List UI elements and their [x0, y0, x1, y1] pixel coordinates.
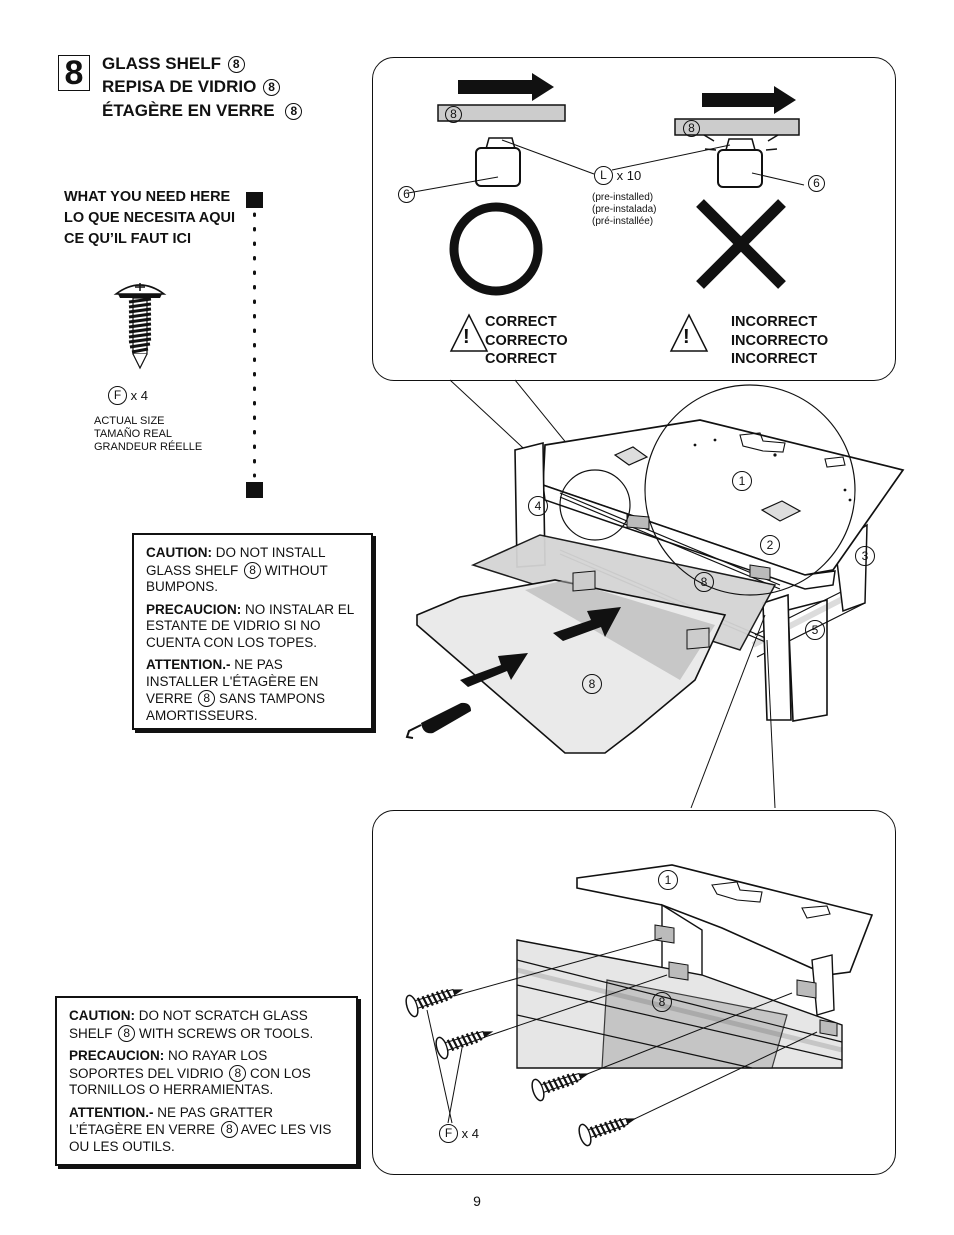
caution-es: PRECAUCION: NO RAYAR LOS SOPORTES DEL VI… — [69, 1048, 311, 1097]
screw-install-diagram — [405, 864, 874, 1147]
correct-circle-icon — [449, 202, 543, 296]
incorrect-x-icon — [696, 199, 786, 289]
warning-mark: ! — [683, 326, 690, 348]
part-label-top: 1 — [658, 870, 678, 890]
arrow-right-icon — [460, 653, 528, 687]
screw-icon — [578, 1117, 637, 1147]
actual-size-en: ACTUAL SIZE — [94, 415, 165, 427]
need-here-en: WHAT YOU NEED HERE — [64, 189, 231, 205]
part-label-rail: 2 — [760, 535, 780, 555]
page-number: 9 — [473, 1193, 481, 1209]
caution-fr: ATTENTION.- NE PAS INSTALLER L'ÉTAGÈRE E… — [146, 657, 326, 723]
part-label-glass: 8 — [683, 120, 700, 137]
caution-en: CAUTION: DO NOT INSTALL GLASS SHELF 8 WI… — [146, 545, 328, 594]
actual-size-es: TAMAÑO REAL — [94, 428, 173, 440]
need-here-fr: CE QU’IL FAUT ICI — [64, 231, 192, 247]
part-label-glass: 8 — [694, 572, 714, 592]
screw-icon — [405, 988, 464, 1018]
caution-en: CAUTION: DO NOT SCRATCH GLASS SHELF 8 WI… — [69, 1008, 314, 1042]
screw-icon — [531, 1072, 590, 1102]
warning-mark: ! — [463, 326, 470, 348]
title-es: REPISA DE VIDRIO 8 — [102, 77, 281, 97]
part-label-leg: 5 — [805, 620, 825, 640]
need-here-es: LO QUE NECESITA AQUI — [64, 210, 236, 226]
dotted-separator — [246, 192, 263, 498]
arrow-right-icon — [458, 73, 554, 101]
part-label-glass: 8 — [652, 992, 672, 1012]
part-label-holder: 6 — [398, 186, 415, 203]
part-ref: 8 — [285, 103, 303, 120]
caution-box-bumpons: CAUTION: DO NOT INSTALL GLASS SHELF 8 WI… — [132, 533, 373, 730]
warning-triangle-icon — [669, 313, 709, 352]
part-label-top: 1 — [732, 471, 752, 491]
part-label-holder: 6 — [808, 175, 825, 192]
part-label-side-right: 3 — [855, 546, 875, 566]
title-fr: ÉTAGÈRE EN VERRE 8 — [102, 101, 303, 121]
bumpon-part-label: L x 10 — [592, 166, 641, 185]
actual-size-fr: GRANDEUR RÉELLE — [94, 441, 203, 453]
screw-part-label: F x 4 — [437, 1124, 479, 1143]
caution-fr: ATTENTION.- NE PAS GRATTER L’ÉTAGÈRE EN … — [69, 1104, 332, 1154]
preinstalled-note: (pre-installed) (pre-instalada) (pré-ins… — [592, 192, 657, 227]
caution-es: PRECAUCION: NO INSTALAR EL ESTANTE DE VI… — [146, 601, 354, 650]
incorrect-label: INCORRECT INCORRECTO INCORRECT — [731, 314, 829, 367]
arrow-right-icon — [553, 607, 621, 641]
screw-icon — [435, 1030, 494, 1060]
correct-label: CORRECT CORRECTO CORRECT — [485, 314, 568, 367]
part-label-side-left: 4 — [528, 496, 548, 516]
part-label-glass: 8 — [445, 106, 462, 123]
screwdriver-icon — [405, 702, 471, 739]
part-label-glass: 8 — [582, 674, 602, 694]
screw-part-label: F x 4 — [106, 386, 148, 405]
title-en: GLASS SHELF 8 — [102, 54, 245, 74]
bumpon-diagram — [407, 73, 805, 352]
screw-icon — [113, 283, 167, 370]
arrow-right-icon — [702, 86, 796, 114]
caution-box-scratch: CAUTION: DO NOT SCRATCH GLASS SHELF 8 WI… — [55, 996, 358, 1166]
warning-triangle-icon — [449, 313, 489, 352]
part-ref: 8 — [227, 56, 245, 73]
part-ref: 8 — [263, 79, 281, 96]
stand-illustration — [405, 379, 905, 809]
step-number: 8 — [58, 55, 90, 91]
